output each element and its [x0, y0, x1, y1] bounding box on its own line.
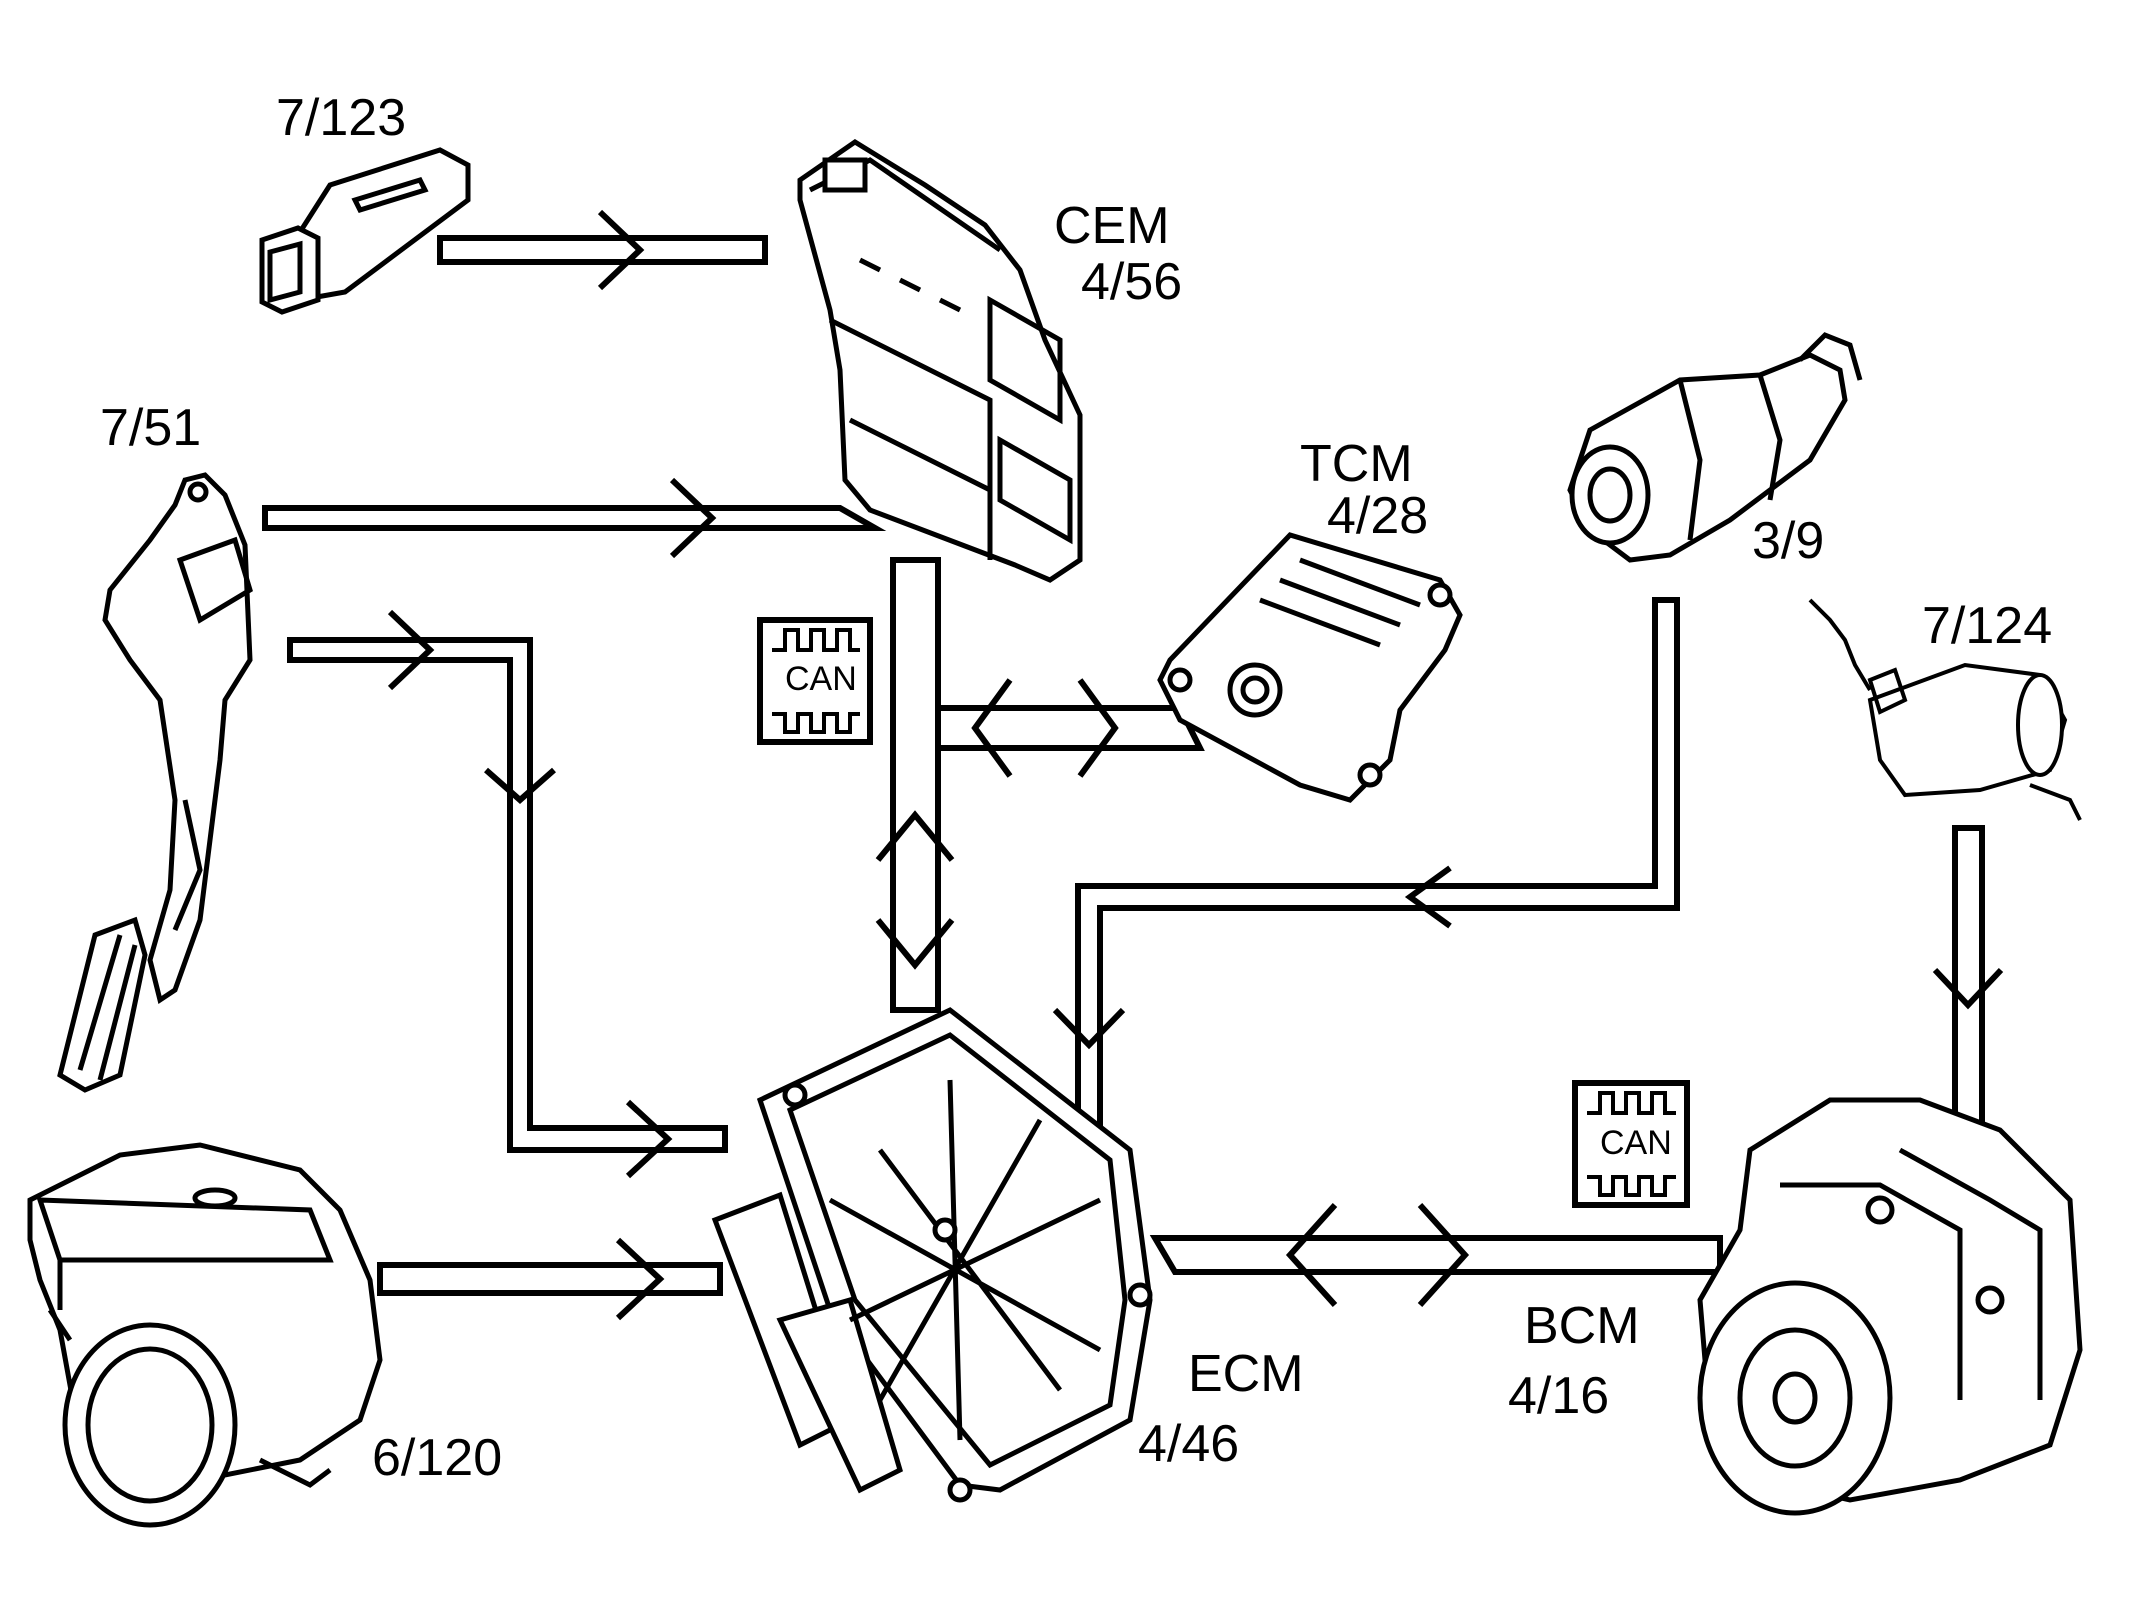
- arrow-7-51-to-ecm: [287, 609, 728, 1179]
- throttle-drawing: [27, 1142, 383, 1528]
- ignition-drawing: [1567, 332, 1863, 563]
- label-7-51: 7/51: [100, 399, 202, 457]
- label-cem-id: 4/56: [1081, 253, 1183, 311]
- tcm-drawing: [1157, 532, 1463, 803]
- arrow-7-123-to-cem: [437, 209, 768, 291]
- can-badge-upper: [757, 617, 873, 745]
- label-tcm-id: 4/28: [1327, 487, 1429, 545]
- can-badge-lower-label: CAN: [1600, 1124, 1672, 1162]
- label-6-120: 6/120: [372, 1429, 503, 1487]
- arrow-6-120-to-ecm: [377, 1237, 723, 1321]
- can-link-ecm-bcm: [1149, 1202, 1723, 1308]
- label-ecm-id: 4/46: [1138, 1415, 1240, 1473]
- label-tcm-name: TCM: [1300, 435, 1413, 493]
- label-7-124: 7/124: [1922, 597, 2053, 655]
- label-7-123: 7/123: [276, 89, 407, 147]
- label-ecm-name: ECM: [1188, 1345, 1304, 1403]
- arrow-7-124-to-bcm: [1932, 825, 2004, 1141]
- can-badge-lower: [1572, 1080, 1690, 1208]
- pedal-drawing: [57, 472, 253, 1093]
- cem-drawing: [797, 139, 1083, 583]
- label-bcm-id: 4/16: [1508, 1367, 1610, 1425]
- arrow-7-51-to-cem: [262, 477, 887, 559]
- label-bcm-name: BCM: [1524, 1297, 1640, 1355]
- label-cem-name: CEM: [1054, 197, 1170, 255]
- sensor-7-124-drawing: [1808, 598, 2082, 821]
- sensor-7-123-drawing: [259, 147, 471, 315]
- can-trunk-cem-ecm: [875, 557, 955, 1013]
- label-3-9: 3/9: [1752, 512, 1825, 570]
- bcm-drawing: [1697, 1097, 2083, 1516]
- can-branch-tcm: [935, 678, 1205, 778]
- can-badge-upper-label: CAN: [785, 660, 857, 698]
- ecm-drawing: [711, 1007, 1153, 1503]
